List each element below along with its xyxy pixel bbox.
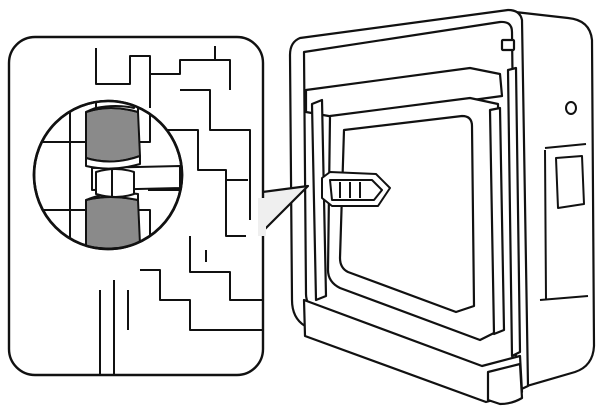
printer-inner-left-column	[310, 98, 328, 302]
printer-duplex-panel	[338, 114, 476, 314]
printer-side-button-icon	[565, 101, 577, 115]
printer-side-label-plate	[555, 155, 585, 209]
pickup-roller-icon	[40, 102, 181, 248]
callout-detail	[95, 46, 262, 374]
printer-top-slot	[500, 38, 516, 52]
printer-upper-shelf	[304, 66, 504, 120]
duplex-latch	[321, 171, 391, 207]
printer-side-details	[539, 101, 589, 301]
lower-roller	[85, 196, 141, 248]
printer-inner-right-rail	[488, 106, 506, 336]
printer-side-vent-line	[539, 143, 589, 301]
printer-body	[288, 8, 596, 406]
upper-roller	[85, 107, 141, 163]
printer-base-foot	[486, 362, 524, 406]
printer-inner-right-rail-2	[506, 66, 522, 358]
magnifier-callout-icon	[7, 35, 266, 377]
